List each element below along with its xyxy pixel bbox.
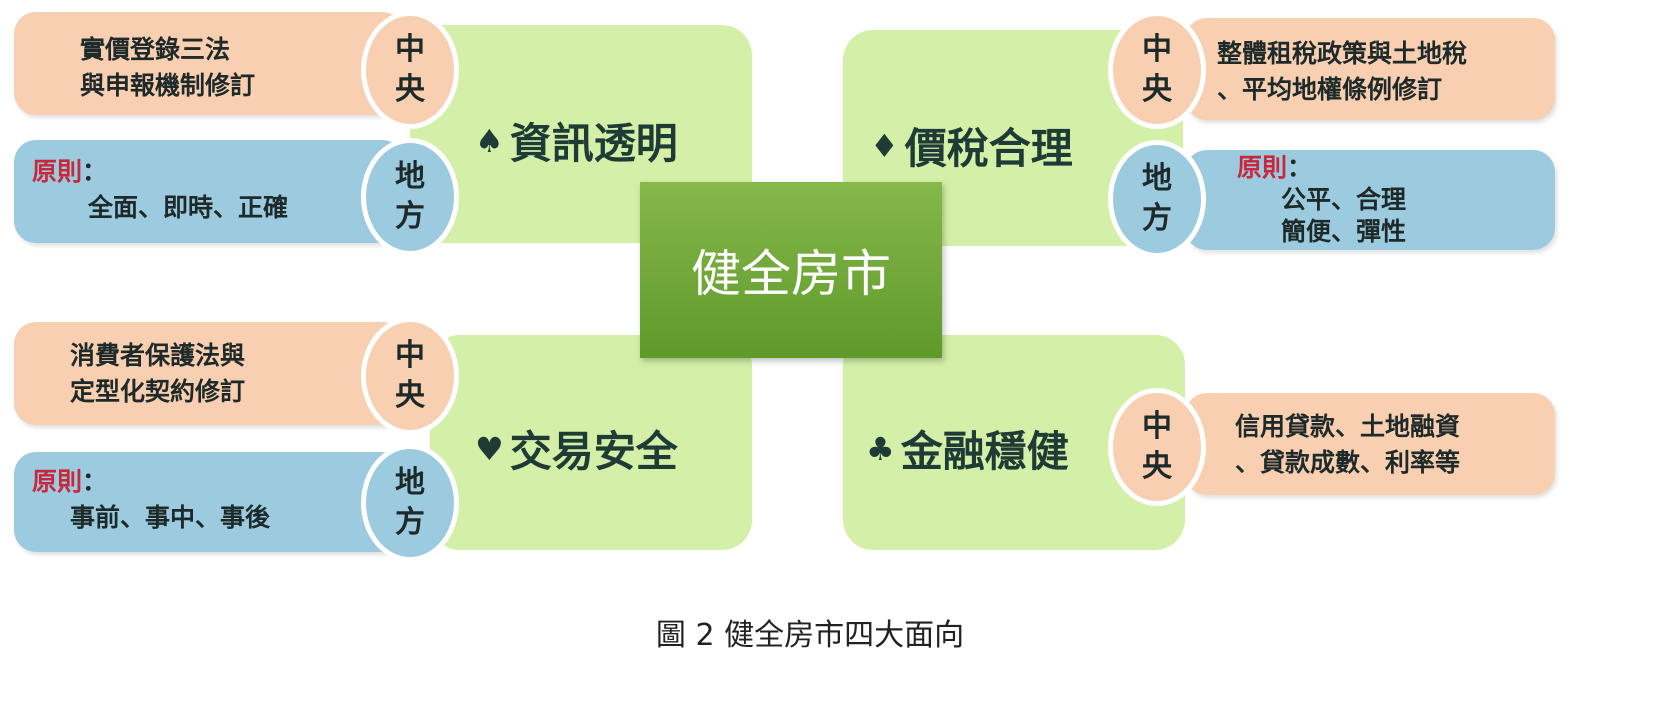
spade-icon: ♠ (475, 121, 504, 160)
local-text: 簡便、彈性 (1281, 217, 1407, 246)
local-text: 全面、即時、正確 (88, 193, 289, 222)
figure-caption: 圖 2 健全房市四大面向 (655, 618, 965, 653)
title-info-transparency: ♠資訊透明 (475, 110, 678, 171)
central-text: 消費者保護法與 (70, 341, 246, 370)
central-text: 、平均地權條例修訂 (1217, 75, 1443, 104)
central-box: 信用貸款、土地融資、貸款成數、利率等 (1185, 393, 1555, 495)
local-box: 原則： 公平、合理 簡便、彈性 (1185, 150, 1555, 250)
colon: ： (1287, 153, 1313, 182)
label: 地 (1142, 161, 1172, 196)
label: 方 (1142, 201, 1172, 236)
title-text: 價稅合理 (904, 124, 1073, 173)
diamond-icon: ♦ (870, 126, 899, 165)
label: 中 (1142, 32, 1172, 67)
central-box: 消費者保護法與定型化契約修訂 (14, 322, 404, 425)
heart-icon: ♥ (475, 429, 504, 468)
club-icon: ♣ (866, 429, 895, 468)
label: 中 (395, 338, 425, 373)
title-financial-stability: ♣金融穩健 (866, 418, 1069, 479)
label: 方 (395, 199, 425, 234)
central-text: 定型化契約修訂 (70, 377, 246, 406)
central-circle: 中央 (1108, 388, 1206, 506)
principle-label: 原則 (32, 467, 83, 496)
label: 央 (1142, 72, 1172, 107)
label: 中 (1142, 409, 1172, 444)
title-text: 交易安全 (509, 427, 678, 476)
central-box: 實價登錄三法與申報機制修訂 (14, 12, 404, 115)
colon: ： (82, 157, 108, 186)
colon: ： (82, 467, 108, 496)
label: 地 (395, 465, 425, 500)
title-text: 資訊透明 (509, 119, 678, 168)
label: 央 (395, 72, 425, 107)
central-text: 、貸款成數、利率等 (1235, 448, 1461, 477)
local-box: 原則： 全面、即時、正確 (14, 140, 404, 243)
local-circle: 地方 (361, 444, 459, 562)
quadrant-transaction-safety (430, 335, 752, 550)
principle-label: 原則 (32, 157, 83, 186)
local-text: 公平、合理 (1281, 185, 1407, 214)
local-circle: 地方 (1108, 140, 1206, 258)
label: 方 (395, 505, 425, 540)
label: 中 (395, 32, 425, 67)
center-box: 健全房市 (640, 182, 942, 358)
label: 地 (395, 159, 425, 194)
central-text: 與申報機制修訂 (80, 71, 256, 100)
local-circle: 地方 (361, 138, 459, 256)
central-circle: 中央 (1108, 11, 1206, 129)
principle-label: 原則 (1237, 153, 1288, 182)
local-box: 原則： 事前、事中、事後 (14, 452, 404, 552)
title-text: 金融穩健 (900, 427, 1069, 476)
central-text: 整體租稅政策與土地稅 (1217, 39, 1468, 68)
center-title: 健全房市 (691, 245, 891, 303)
title-transaction-safety: ♥交易安全 (475, 418, 678, 479)
label: 央 (395, 378, 425, 413)
central-circle: 中央 (361, 317, 459, 435)
label: 央 (1142, 449, 1172, 484)
central-box: 整體租稅政策與土地稅、平均地權條例修訂 (1185, 18, 1555, 120)
local-text: 事前、事中、事後 (70, 503, 271, 532)
central-text: 信用貸款、土地融資 (1235, 412, 1461, 441)
title-price-tax: ♦價稅合理 (870, 115, 1073, 176)
central-circle: 中央 (361, 11, 459, 129)
central-text: 實價登錄三法 (80, 35, 231, 64)
